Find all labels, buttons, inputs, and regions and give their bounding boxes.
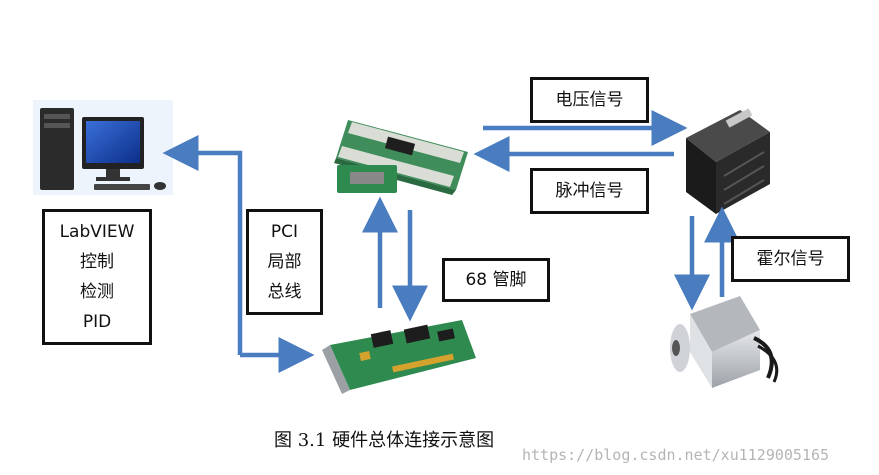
figure-caption: 图 3.1 硬件总体连接示意图 (274, 430, 495, 451)
pins-label: 68 管脚 (465, 270, 527, 290)
pci-line-3: 总线 (267, 282, 302, 302)
labview-line-2: 控制 (80, 252, 114, 272)
bus-arrow-to-computer (162, 135, 243, 355)
arrows-layer (162, 110, 740, 373)
motor-driver-icon (686, 108, 770, 214)
labview-box: LabVIEW 控制 检测 PID (42, 209, 152, 345)
labview-line-3: 检测 (80, 282, 114, 302)
labview-line-4: PID (82, 312, 112, 332)
watermark-url: https://blog.csdn.net/xu1129005165 (522, 446, 830, 464)
cable-connector-icon (337, 165, 397, 193)
hall-signal-label: 霍尔信号 (756, 249, 825, 269)
pci-card-icon (322, 320, 476, 394)
labview-line-1: LabVIEW (59, 222, 135, 242)
pulse-signal-box: 脉冲信号 (530, 168, 649, 214)
servo-motor-icon (670, 296, 779, 388)
pins-box: 68 管脚 (442, 258, 550, 302)
pci-bus-box: PCI 局部 总线 (246, 209, 323, 315)
voltage-signal-box: 电压信号 (530, 77, 649, 123)
pulse-signal-label: 脉冲信号 (555, 181, 624, 201)
pci-line-1: PCI (270, 222, 299, 242)
hall-signal-box: 霍尔信号 (731, 236, 850, 282)
pci-line-2: 局部 (267, 252, 302, 272)
voltage-signal-label: 电压信号 (555, 90, 624, 110)
desktop-computer-icon (33, 100, 173, 195)
